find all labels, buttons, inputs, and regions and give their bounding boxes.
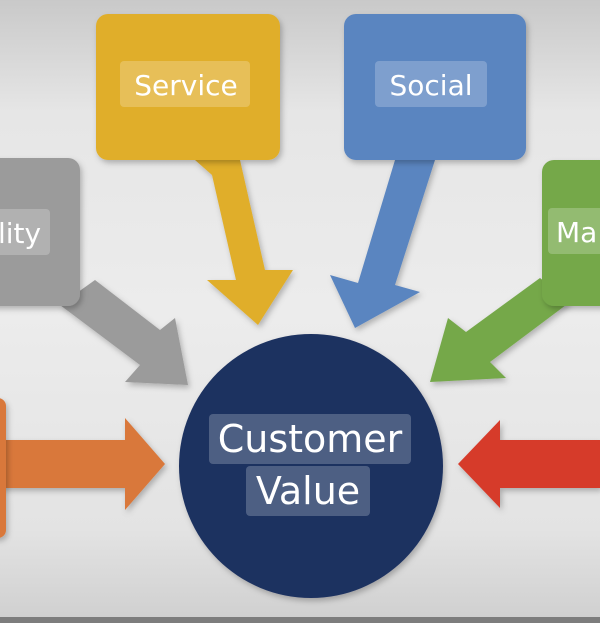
marketing-box: Ma <box>542 160 600 306</box>
left-arrow <box>0 418 165 510</box>
service-label: Service <box>134 69 237 102</box>
bottom-border <box>0 617 600 623</box>
factor-boxes: Service Social lity Ma <box>0 14 600 538</box>
left-box <box>0 398 6 538</box>
service-arrow <box>195 160 293 325</box>
social-arrow <box>330 160 435 328</box>
service-box: Service <box>96 14 280 160</box>
marketing-label: Ma <box>556 216 597 249</box>
quality-box: lity <box>0 158 80 306</box>
social-label: Social <box>389 69 472 102</box>
arrows <box>0 160 600 510</box>
center-label-line1: Customer <box>218 417 403 461</box>
quality-arrow <box>60 280 188 385</box>
center-label-line2: Value <box>256 469 360 513</box>
marketing-arrow <box>430 278 570 382</box>
quality-label: lity <box>0 217 41 250</box>
center-node: Customer Value <box>179 334 443 598</box>
social-box: Social <box>344 14 526 160</box>
right-arrow <box>458 420 600 508</box>
